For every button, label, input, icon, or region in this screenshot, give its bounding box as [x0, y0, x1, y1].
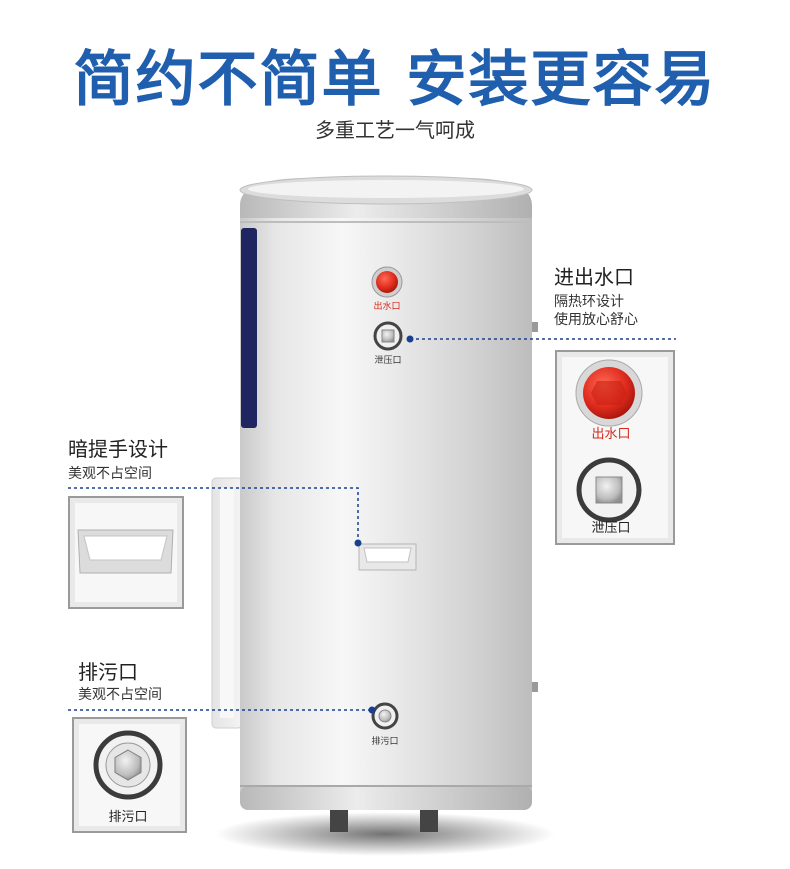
- callout-desc-handle: 美观不占空间: [68, 466, 152, 482]
- leader-dot-drain: [368, 706, 376, 714]
- leader-dot-outlet: [406, 335, 414, 343]
- headline: 简约不简单 安装更容易: [73, 45, 717, 115]
- callout-desc-water-outlet-2: 使用放心舒心: [554, 312, 638, 328]
- outlet-port: [371, 266, 403, 298]
- outlet-port-label: 出水口: [373, 300, 400, 312]
- inset-drain: [72, 717, 187, 833]
- subheadline: 多重工艺一气呵成: [315, 118, 475, 142]
- floor-shadow: [215, 812, 555, 856]
- drain-port: [371, 702, 399, 730]
- inset-outlet-relief: [555, 350, 675, 545]
- callout-title-water-outlet: 进出水口: [554, 265, 634, 289]
- relief-port-label: 泄压口: [374, 354, 401, 366]
- inset-drain-label: 排污口: [108, 810, 147, 825]
- relief-port: [373, 321, 403, 351]
- callout-desc-water-outlet-1: 隔热环设计: [554, 294, 624, 310]
- recessed-handle: [358, 543, 417, 571]
- leader-lines: [68, 338, 676, 711]
- water-heater-tank: [239, 175, 538, 832]
- inset-handle: [68, 496, 184, 609]
- inset-relief-label: 泄压口: [591, 521, 630, 536]
- drain-port-label: 排污口: [371, 735, 398, 747]
- callout-title-drain: 排污口: [78, 660, 138, 684]
- callout-desc-drain: 美观不占空间: [78, 687, 162, 703]
- callout-title-handle: 暗提手设计: [68, 437, 168, 461]
- control-panel-strip: [241, 228, 257, 428]
- inset-outlet-label: 出水口: [591, 427, 630, 442]
- leader-dot-handle: [354, 539, 362, 547]
- mounting-panel: [211, 477, 243, 729]
